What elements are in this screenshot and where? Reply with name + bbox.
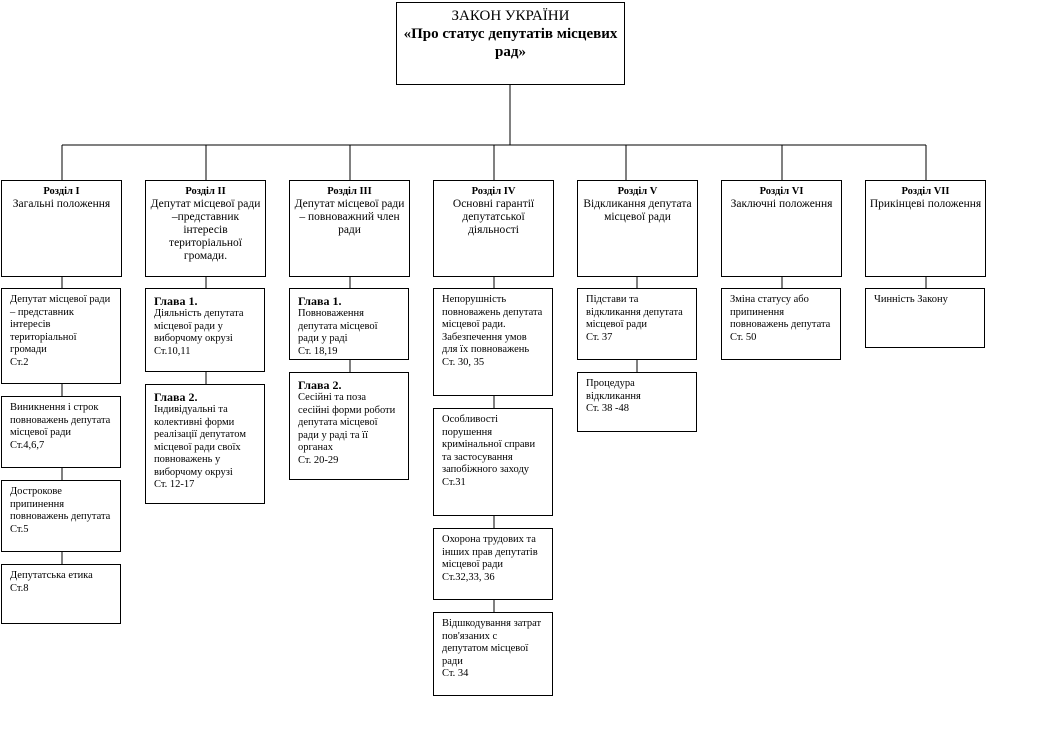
item-recall-grounds: Підстави та відкликання депутата місцево… [577, 288, 697, 360]
item-chapter-1-district: Глава 1. Діяльність депутата місцевої ра… [145, 288, 265, 372]
item-article-ref: Ст. 34 [442, 668, 469, 679]
item-text: Депутатська етика [10, 570, 93, 581]
item-chapter-2-sessions: Глава 2. Сесійні та поза сесійні форми р… [289, 372, 409, 480]
section-7-box: Розділ VII Прикінцеві положення [865, 180, 986, 277]
item-text: Діяльність депутата місцевої ради у вибо… [154, 308, 244, 344]
section-1-head: Розділ I [43, 186, 80, 197]
item-text: Індивідуальні та колективні форми реаліз… [154, 404, 246, 478]
item-labor-rights: Охорона трудових та інших прав депутатів… [433, 528, 553, 600]
item-deputy-ethics: Депутатська етика Ст.8 [1, 564, 121, 624]
item-deputy-representative: Депутат місцевої ради – представник інте… [1, 288, 121, 384]
item-text: Особливості порушення кримінальної справ… [442, 414, 536, 475]
item-text: Процедура відкликання [586, 378, 641, 402]
item-article-ref: Ст. 20-29 [298, 454, 339, 466]
section-6-head: Розділ VI [759, 186, 804, 197]
section-3-box: Розділ III Депутат місцевої ради – повно… [289, 180, 410, 277]
item-expense-reimbursement: Відшкодування затрат пов'язаних с депута… [433, 612, 553, 696]
item-law-validity: Чинність Закону [865, 288, 985, 348]
item-text: Сесійні та поза сесійні форми роботи деп… [298, 392, 396, 453]
section-6-box: Розділ VI Заключні положення [721, 180, 842, 277]
item-recall-procedure: Процедура відкликання Ст. 38 -48 [577, 372, 697, 432]
section-2-head: Розділ II [185, 186, 226, 197]
item-article-ref: Ст.4,6,7 [10, 439, 45, 451]
item-article-ref: Ст. 30, 35 [442, 356, 485, 368]
item-text: Підстави та відкликання депутата місцево… [586, 294, 683, 330]
section-4-box: Розділ IV Основні гарантії депутатської … [433, 180, 554, 277]
root-title-line1: ЗАКОН УКРАЇНИ [451, 8, 570, 24]
item-early-termination: Дострокове припинення повноважень депута… [1, 480, 121, 552]
item-article-ref: Ст.32,33, 36 [442, 571, 495, 583]
section-3-title: Депутат місцевої ради – повноважний член… [294, 198, 405, 236]
item-article-ref: Ст. 50 [730, 331, 757, 343]
section-2-box: Розділ II Депутат місцевої ради –предста… [145, 180, 266, 277]
item-inviolability: Непорушність повноважень депутата місцев… [433, 288, 553, 396]
section-7-title: Прикінцеві положення [869, 198, 982, 210]
section-1-title: Загальні положення [12, 198, 111, 210]
item-text: Відшкодування затрат пов'язаних с депута… [442, 618, 542, 667]
section-4-title: Основні гарантії депутатської діяльності [452, 198, 535, 236]
item-chapter-head: Глава 2. [298, 378, 342, 392]
section-7-head: Розділ VII [901, 186, 950, 197]
item-text: Повноваження депутата місцевої ради у ра… [298, 308, 378, 344]
section-6-title: Заключні положення [730, 198, 833, 210]
item-text: Охорона трудових та інших прав депутатів… [442, 534, 538, 570]
item-article-ref: Ст.5 [10, 523, 29, 535]
item-article-ref: Ст.2 [10, 356, 29, 368]
item-chapter-1-powers: Глава 1. Повноваження депутата місцевої … [289, 288, 409, 360]
section-5-head: Розділ V [617, 186, 658, 197]
section-5-box: Розділ V Відкликання депутата місцевої р… [577, 180, 698, 277]
item-article-ref: Ст.31 [442, 476, 466, 488]
item-chapter-head: Глава 2. [154, 390, 198, 404]
item-article-ref: Ст. 38 -48 [586, 403, 630, 414]
item-text: Виникнення і строк повноважень депутата … [10, 402, 111, 438]
item-chapter-head: Глава 1. [154, 294, 198, 308]
item-article-ref: Ст.8 [10, 582, 29, 594]
item-article-ref: Ст. 18,19 [298, 345, 338, 357]
section-3-head: Розділ III [327, 186, 372, 197]
item-term-of-office: Виникнення і строк повноважень депутата … [1, 396, 121, 468]
item-text: Зміна статусу або припинення повноважень… [730, 294, 831, 330]
section-4-head: Розділ IV [471, 186, 516, 197]
section-2-title: Депутат місцевої ради –представник інтер… [150, 198, 261, 262]
item-text: Чинність Закону [874, 294, 948, 305]
item-chapter-head: Глава 1. [298, 294, 342, 308]
item-status-change: Зміна статусу або припинення повноважень… [721, 288, 841, 360]
item-article-ref: Ст.10,11 [154, 345, 191, 357]
root-title-box: ЗАКОН УКРАЇНИ «Про статус депутатів місц… [396, 2, 625, 85]
section-5-title: Відкликання депутата місцевої ради [583, 198, 692, 223]
section-1-box: Розділ I Загальні положення [1, 180, 122, 277]
item-text: Дострокове припинення повноважень депута… [10, 486, 111, 522]
item-criminal-proceedings: Особливості порушення кримінальної справ… [433, 408, 553, 516]
item-text: Непорушність повноважень депутата місцев… [442, 294, 543, 355]
root-title-line2: «Про статус депутатів місцевих рад» [403, 26, 618, 60]
item-article-ref: Ст. 12-17 [154, 479, 195, 490]
item-text: Депутат місцевої ради – представник інте… [10, 294, 111, 355]
item-article-ref: Ст. 37 [586, 331, 613, 343]
item-chapter-2-forms: Глава 2. Індивідуальні та колективні фор… [145, 384, 265, 504]
